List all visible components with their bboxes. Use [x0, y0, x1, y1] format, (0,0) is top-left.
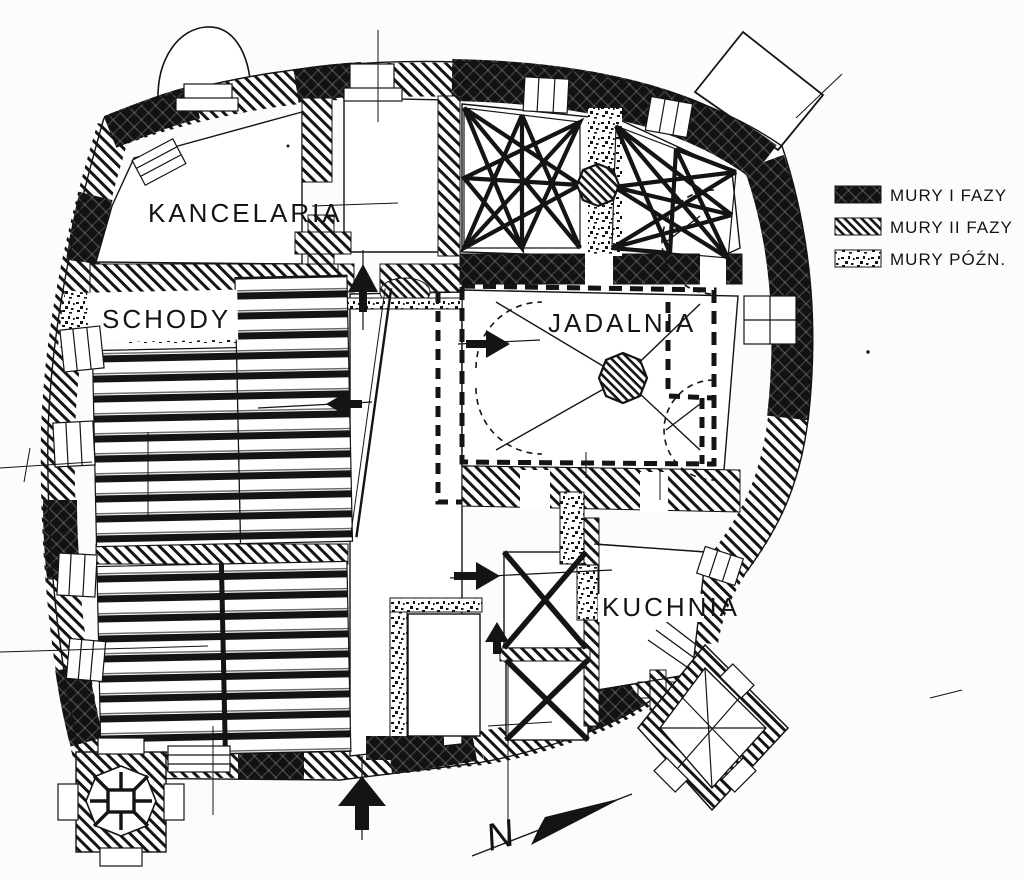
kitchen-partition — [499, 647, 591, 662]
kuchnia-label: KUCHNIA — [602, 592, 740, 622]
door-gap — [520, 470, 550, 510]
phase1-hall-top-wall — [451, 59, 777, 179]
windows — [52, 63, 797, 773]
schody-label-panel — [87, 289, 239, 343]
kancelaria-label: KANCELARIA — [148, 198, 343, 228]
north-arrow: N — [471, 793, 633, 860]
annex-later-wall-left — [389, 611, 408, 741]
dashed-partitions — [435, 292, 715, 505]
door-gap — [640, 472, 668, 512]
bottom-right-bastion — [637, 643, 790, 812]
kancelaria-room — [95, 111, 303, 265]
courtyard-annex-room — [407, 613, 481, 737]
legend-swatch-phase1 — [834, 185, 882, 204]
bastion-windows — [653, 663, 757, 793]
annex-later-wall-top — [389, 597, 483, 613]
wall-south-of-jadalnia — [461, 465, 741, 513]
vault-projection-arcs — [475, 189, 715, 481]
octagonal-pillar — [575, 162, 621, 208]
door-gap — [585, 252, 613, 286]
jadalnia-features — [435, 189, 717, 505]
phase1-chunk-bottom — [366, 736, 444, 760]
legend-swatch-later — [834, 249, 882, 268]
later-wall-column — [559, 491, 585, 565]
stair-divider-lower — [218, 563, 228, 754]
hall-west-wall — [437, 95, 461, 257]
legend: MURY I FAZY MURY II FAZY MURY PÓŹN. — [834, 185, 1013, 269]
jadalnia-octagonal-pillar — [597, 351, 649, 405]
jadalnia-dashed-walls — [459, 283, 717, 467]
north-letter: N — [482, 812, 519, 860]
entrance-arrow-right-kuchnia — [449, 562, 613, 590]
schody-label: SCHODY — [102, 304, 231, 334]
kancelaria-east-wall — [301, 97, 333, 183]
top-center-room — [343, 97, 453, 253]
outer-walls-phase1 — [43, 59, 814, 779]
stair-flight-upper-right — [234, 274, 354, 545]
hall-central-pillar — [575, 162, 621, 208]
star-vault-left — [459, 106, 585, 254]
later-wall-column — [576, 564, 599, 621]
legend-label-later: MURY PÓŹN. — [890, 250, 1006, 269]
stair-landing-wall — [95, 543, 349, 565]
entrance-arrow-up-top — [348, 250, 378, 330]
room-labels: KANCELARIA SCHODY JADALNIA KUCHNIA — [102, 198, 740, 622]
later-wall-strip — [339, 297, 463, 310]
entrance-arrow-left-stairs — [257, 390, 373, 418]
tower-vault-ribs — [90, 772, 152, 830]
legend-swatch-phase2 — [834, 217, 882, 236]
bastion-interior-lines — [660, 667, 766, 789]
kuchnia-label-panel — [598, 594, 704, 622]
door-pier — [294, 231, 352, 255]
kitchen-west-wall — [583, 517, 600, 727]
phase1-right-wall — [744, 154, 814, 421]
stair-divider — [355, 288, 393, 538]
survey-lines — [0, 30, 963, 846]
stair-divider-line — [349, 288, 386, 538]
stair-flight-upper-left — [91, 347, 242, 548]
entrance-arrow-right-jadalnia — [457, 330, 541, 358]
entrance-arrow-small — [485, 622, 509, 654]
legend-label-phase2: MURY II FAZY — [890, 218, 1013, 237]
top-right-turret-outline — [693, 30, 825, 152]
north-arrow-dart — [531, 798, 622, 845]
entrance-arrow-up-bottom — [338, 756, 386, 840]
entrance-arrows — [257, 250, 613, 840]
legend-label-phase1: MURY I FAZY — [890, 186, 1007, 205]
grand-staircase — [87, 274, 393, 758]
tower-vault-center — [106, 788, 136, 814]
phase1-chunk — [66, 191, 113, 265]
tower-windows — [57, 737, 185, 867]
jadalnia-label: JADALNIA — [548, 308, 696, 338]
bottom-left-tower — [57, 737, 185, 867]
